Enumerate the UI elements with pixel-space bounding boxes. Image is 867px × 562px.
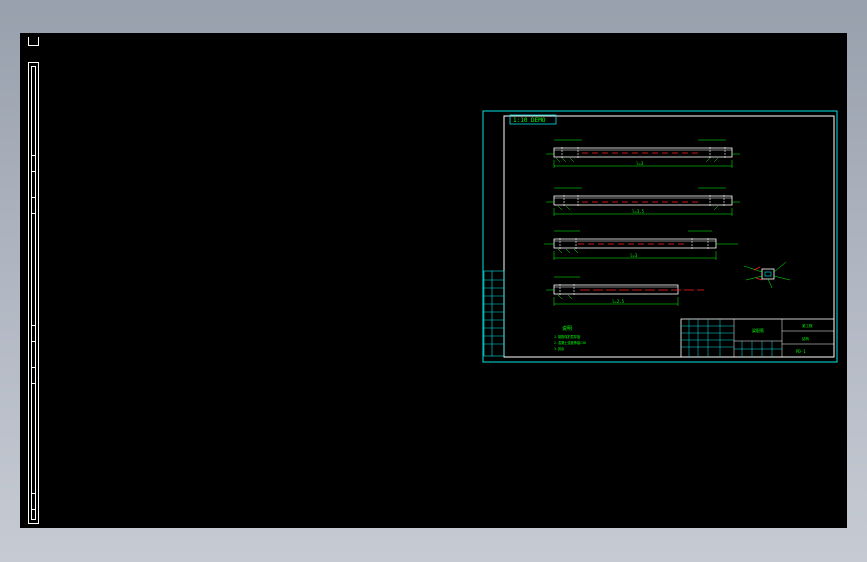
notes-title: 说明 [562, 325, 572, 332]
beam-3-length: l=3 [630, 253, 638, 258]
ruler-tick [31, 367, 36, 368]
ruler-tick [31, 325, 36, 326]
title-block-project: 某工程 [802, 323, 813, 328]
drawing-sheet[interactable]: 1:10 DEMO [482, 110, 839, 364]
ruler-tick [31, 493, 36, 494]
header-tag-label: 1:10 DEMO [513, 117, 546, 124]
ucs-icon [28, 37, 39, 46]
sheet-outer-border [482, 110, 838, 363]
note-line-2: 2.混凝土强度等级C30 [554, 340, 586, 345]
title-block [680, 318, 835, 358]
ruler-tick [31, 171, 36, 172]
model-space-viewport[interactable]: 1:10 DEMO [20, 33, 847, 528]
header-tag-box [509, 114, 557, 125]
beam-elevation-4: l=2.5 [546, 276, 704, 306]
beam-2-length: l=3.5 [632, 209, 645, 214]
sheet-inner-border [503, 115, 835, 358]
ruler-tick [31, 155, 36, 156]
beam-1-length: l=3 [636, 161, 644, 166]
title-block-drawing-no: PD-1 [796, 349, 806, 354]
ruler-tick [31, 383, 36, 384]
beam-4-length: l=2.5 [612, 299, 625, 304]
left-ruler-strip [28, 62, 39, 524]
beam-elevation-2: l=3.5 [546, 187, 740, 216]
left-ruler-inner [31, 66, 36, 520]
ruler-tick [31, 509, 36, 510]
note-line-3: 3.其余 [554, 346, 565, 351]
title-block-drawing-name: 梁配筋 [752, 327, 764, 333]
left-margin-table [483, 270, 505, 357]
note-line-1: 1.钢筋保护层厚度 [554, 334, 581, 339]
ruler-tick [31, 341, 36, 342]
section-detail-symbol [743, 261, 791, 289]
ruler-tick [31, 197, 36, 198]
beam-elevation-3: l=3 [544, 230, 738, 260]
beam-elevation-1: l=3 [546, 139, 740, 168]
ruler-tick [31, 213, 36, 214]
title-block-sheet: 结构 [802, 336, 810, 341]
